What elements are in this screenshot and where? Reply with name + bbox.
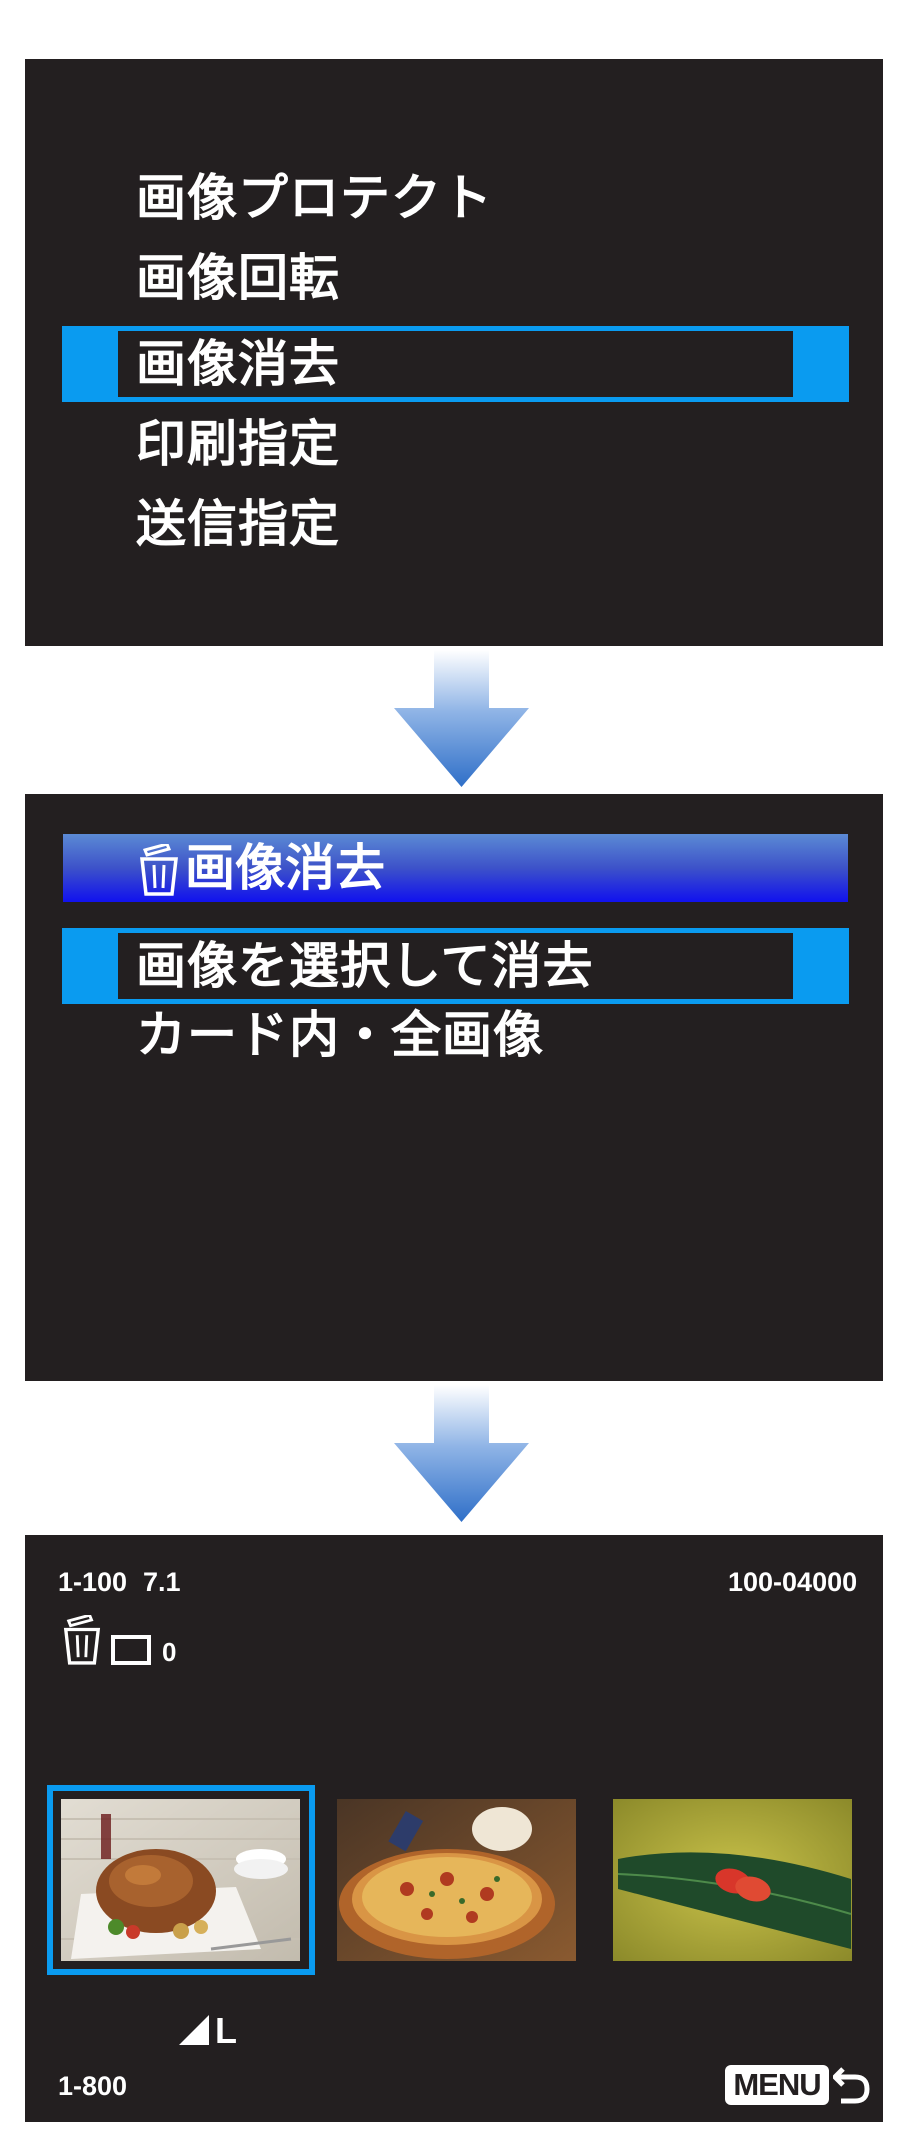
menu-selection-highlight xyxy=(62,326,849,402)
menu-item-print-order[interactable]: 印刷指定 xyxy=(136,415,340,473)
title-bar xyxy=(63,834,848,902)
menu-button[interactable]: MENU xyxy=(725,2065,829,2105)
selected-count: 0 xyxy=(162,1637,177,1667)
thumbnail-pizza[interactable] xyxy=(337,1799,576,1961)
down-arrow-icon xyxy=(394,1385,529,1522)
thumbnail-roast-chicken[interactable] xyxy=(61,1799,300,1961)
return-arrow-icon[interactable] xyxy=(833,2061,871,2105)
option-select-and-erase[interactable]: 画像を選択して消去 xyxy=(136,937,594,995)
page-title: 画像消去 xyxy=(185,839,385,897)
playback-menu-screen: 画像プロテクト 画像回転 画像消去 印刷指定 送信指定 xyxy=(25,59,883,646)
menu-item-image-rotate[interactable]: 画像回転 xyxy=(136,249,340,307)
trash-icon xyxy=(63,1615,101,1665)
trash-icon xyxy=(140,844,178,896)
image-checkbox-icon xyxy=(111,1635,151,1665)
thumbnail-sushi[interactable] xyxy=(613,1799,852,1961)
thumbnail-selection-frame xyxy=(47,1785,315,1975)
folder-info: 1-100 xyxy=(58,1567,128,1597)
option-erase-all-on-card[interactable]: カード内・全画像 xyxy=(136,1006,544,1064)
erase-options-screen: 画像消去 画像を選択して消去 カード内・全画像 xyxy=(25,794,883,1381)
file-number: 100-04000 xyxy=(728,1567,858,1597)
image-quality-label: L xyxy=(215,2010,237,2051)
menu-item-transfer-order[interactable]: 送信指定 xyxy=(136,495,340,553)
image-select-screen: 1-100 7.1 100-04000 0 xyxy=(25,1535,883,2122)
menu-item-image-erase[interactable]: 画像消去 xyxy=(136,335,340,393)
image-quality-icon xyxy=(179,2015,209,2045)
down-arrow-icon xyxy=(394,650,529,787)
aperture-value: 7.1 xyxy=(143,1567,181,1597)
menu-item-image-protect[interactable]: 画像プロテクト xyxy=(136,169,493,227)
option-selection-highlight xyxy=(62,928,849,1004)
shot-range: 1-800 xyxy=(58,2071,128,2101)
